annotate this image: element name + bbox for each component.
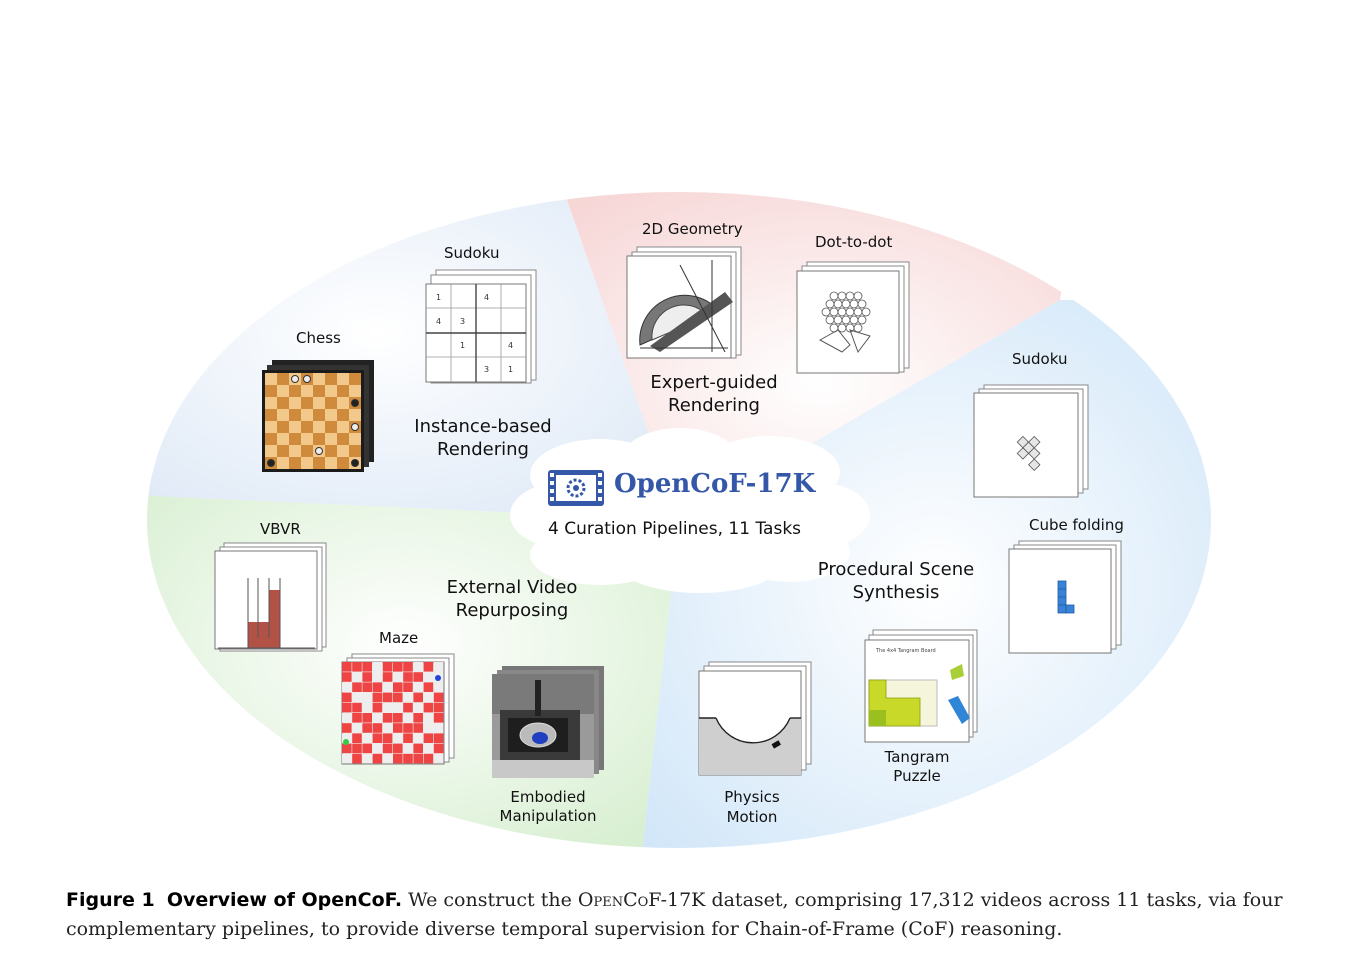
sudoku-digit: 1 <box>436 293 441 302</box>
overview-figure: 1 4 4 3 1 4 3 1 <box>147 192 1211 848</box>
task-label-cube-folding: Cube folding <box>1029 516 1124 534</box>
task-label-maze: Maze <box>379 629 419 647</box>
figure-caption: Figure 1 Overview of OpenCoF. We constru… <box>66 886 1306 944</box>
sudoku-digit: 3 <box>484 365 489 374</box>
task-label-sudoku-procedural: Sudoku <box>1012 350 1068 368</box>
task-label-embodied: Embodied Manipulation <box>499 788 597 825</box>
cube-folding-thumbnail <box>1008 540 1122 654</box>
caption-label: Figure 1 <box>66 889 155 911</box>
embodied-thumbnail <box>492 666 604 778</box>
physics-thumbnail <box>698 661 812 776</box>
task-label-geometry: 2D Geometry <box>642 220 743 238</box>
task-label-dot-to-dot: Dot-to-dot <box>815 233 893 251</box>
sudoku-instance-thumbnail: 1 4 4 3 1 4 3 1 <box>425 269 537 384</box>
task-label-tangram: Tangram Puzzle <box>884 748 950 785</box>
tangram-board-title: The 4x4 Tangram Board <box>875 648 936 654</box>
caption-title: Overview of OpenCoF. <box>166 889 403 911</box>
dot-to-dot-thumbnail <box>796 261 910 374</box>
video-gear-icon <box>548 470 604 506</box>
sudoku-procedural-thumbnail <box>973 384 1089 498</box>
maze-thumbnail <box>341 653 455 765</box>
vbvr-thumbnail <box>214 542 327 652</box>
sudoku-digit: 3 <box>460 317 465 326</box>
sudoku-digit: 1 <box>508 365 513 374</box>
sudoku-digit: 4 <box>484 293 489 302</box>
caption-text-after: dataset, comprising 17,312 videos across… <box>66 889 1283 940</box>
sudoku-digit: 1 <box>460 341 465 350</box>
dataset-title: OpenCoF-17K <box>614 469 816 499</box>
pipeline-label-expert: Expert-guided Rendering <box>650 372 778 416</box>
center-cloud <box>510 428 870 593</box>
dataset-subtitle: 4 Curation Pipelines, 11 Tasks <box>548 519 802 539</box>
geometry-thumbnail <box>626 246 742 359</box>
task-label-chess: Chess <box>296 329 341 347</box>
caption-text-before: We construct the <box>408 889 572 911</box>
caption-dataset-name: OpenCoF-17K <box>577 889 706 911</box>
tangram-thumbnail: The 4x4 Tangram Board <box>864 629 978 743</box>
sudoku-digit: 4 <box>508 341 513 350</box>
task-label-vbvr: VBVR <box>260 520 301 538</box>
pipeline-label-instance: Instance-based Rendering <box>414 416 552 460</box>
task-label-physics: Physics Motion <box>724 788 780 826</box>
pipeline-label-procedural: Procedural Scene Synthesis <box>817 559 975 603</box>
chess-thumbnail <box>262 360 374 472</box>
task-label-sudoku-instance: Sudoku <box>444 244 500 262</box>
sudoku-digit: 4 <box>436 317 441 326</box>
pipeline-label-external: External Video Repurposing <box>446 577 578 621</box>
pipeline-ellipse: 1 4 4 3 1 4 3 1 <box>147 192 1211 848</box>
